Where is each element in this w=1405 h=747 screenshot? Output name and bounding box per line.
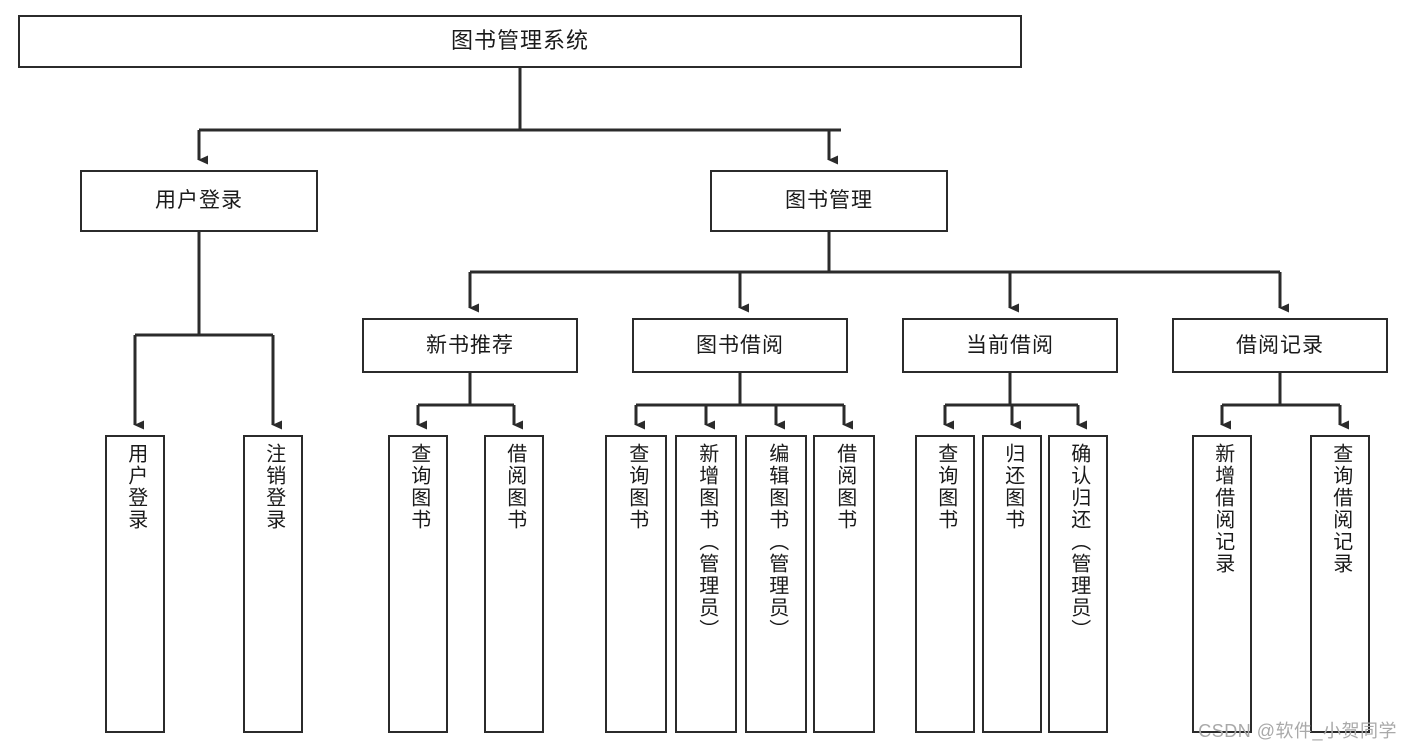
leaf-add-book[interactable]: 新增图书（管理员） — [675, 435, 737, 733]
leaf-borrow-book-recommend[interactable]: 借阅图书 — [484, 435, 544, 733]
leaf-query-book-current[interactable]: 查询图书 — [915, 435, 975, 733]
node-user-login-label: 用户登录 — [155, 189, 243, 213]
node-book-manage[interactable]: 图书管理 — [710, 170, 948, 232]
leaf-query-book-borrow[interactable]: 查询图书 — [605, 435, 667, 733]
leaf-return-book[interactable]: 归还图书 — [982, 435, 1042, 733]
node-current-borrow-label: 当前借阅 — [966, 333, 1054, 357]
leaf-edit-book-label: 编辑图书（管理员） — [765, 443, 788, 641]
leaf-query-book-borrow-label: 查询图书 — [625, 443, 648, 531]
node-book-borrow-label: 图书借阅 — [696, 333, 784, 357]
leaf-add-book-label: 新增图书（管理员） — [695, 443, 718, 641]
edge-new-book-rec-to-leaves — [416, 373, 523, 430]
node-new-book-recommend-label: 新书推荐 — [426, 333, 514, 357]
leaf-user-login[interactable]: 用户登录 — [105, 435, 165, 733]
edge-book-borrow-to-leaves — [634, 373, 853, 430]
node-borrow-record-label: 借阅记录 — [1236, 333, 1324, 357]
leaf-query-book-recommend[interactable]: 查询图书 — [388, 435, 448, 733]
leaf-return-book-label: 归还图书 — [1001, 443, 1024, 531]
leaf-edit-book[interactable]: 编辑图书（管理员） — [745, 435, 807, 733]
csdn-watermark: CSDN @软件_小贺同学 — [1198, 721, 1397, 741]
node-root[interactable]: 图书管理系统 — [18, 15, 1022, 68]
leaf-user-login-label: 用户登录 — [124, 443, 147, 531]
node-root-label: 图书管理系统 — [450, 28, 589, 54]
leaf-borrow-book-recommend-label: 借阅图书 — [503, 443, 526, 531]
edge-current-borrow-to-leaves — [943, 373, 1087, 430]
edge-root-to-level2 — [197, 68, 841, 165]
node-borrow-record[interactable]: 借阅记录 — [1172, 318, 1388, 373]
edge-book-manage-to-level3 — [468, 232, 1289, 313]
edge-user-login-to-leaves — [133, 232, 282, 430]
leaf-logout[interactable]: 注销登录 — [243, 435, 303, 733]
edge-borrow-record-to-leaves — [1220, 373, 1349, 430]
leaf-add-borrow-record[interactable]: 新增借阅记录 — [1192, 435, 1252, 733]
node-user-login[interactable]: 用户登录 — [80, 170, 318, 232]
leaf-query-book-current-label: 查询图书 — [934, 443, 957, 531]
node-new-book-recommend[interactable]: 新书推荐 — [362, 318, 578, 373]
leaf-confirm-return[interactable]: 确认归还（管理员） — [1048, 435, 1108, 733]
leaf-query-borrow-record[interactable]: 查询借阅记录 — [1310, 435, 1370, 733]
leaf-add-borrow-record-label: 新增借阅记录 — [1211, 443, 1234, 575]
node-current-borrow[interactable]: 当前借阅 — [902, 318, 1118, 373]
node-book-borrow[interactable]: 图书借阅 — [632, 318, 848, 373]
node-book-manage-label: 图书管理 — [785, 189, 873, 213]
leaf-borrow-book[interactable]: 借阅图书 — [813, 435, 875, 733]
leaf-query-book-recommend-label: 查询图书 — [407, 443, 430, 531]
leaf-confirm-return-label: 确认归还（管理员） — [1067, 443, 1090, 641]
leaf-query-borrow-record-label: 查询借阅记录 — [1329, 443, 1352, 575]
leaf-borrow-book-label: 借阅图书 — [833, 443, 856, 531]
leaf-logout-label: 注销登录 — [262, 443, 285, 531]
